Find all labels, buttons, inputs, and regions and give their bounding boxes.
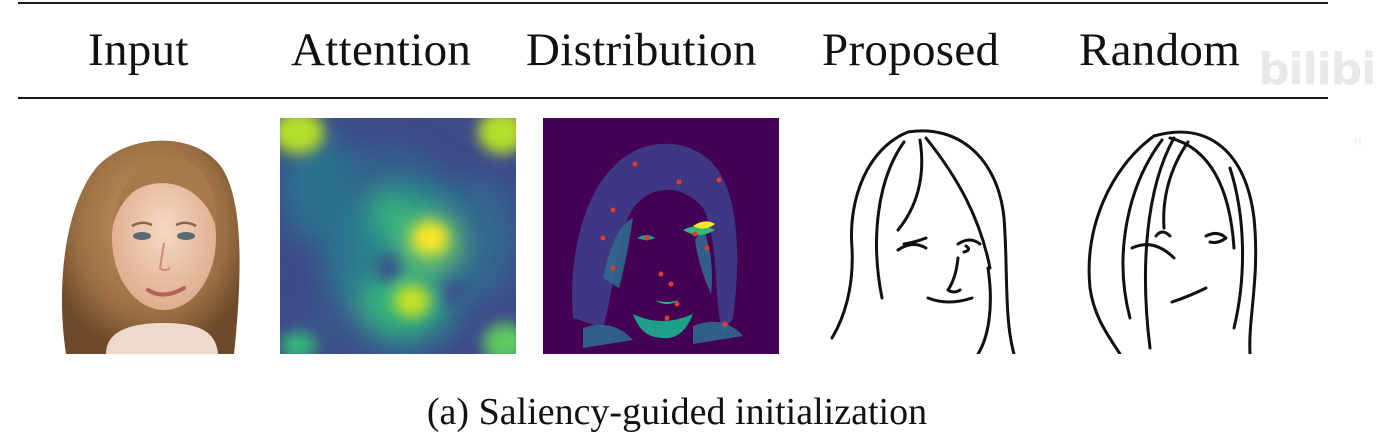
random-sketch — [1070, 118, 1306, 354]
proposed-sketch — [808, 118, 1044, 354]
header-random: Random — [1079, 24, 1241, 76]
attention-heatmap — [280, 118, 516, 354]
input-face-photo — [46, 118, 282, 354]
header-attention: Attention — [291, 24, 472, 76]
table-header-rule — [18, 97, 1328, 99]
distribution-map — [543, 118, 779, 354]
header-distribution: Distribution — [526, 24, 757, 76]
header-proposed: Proposed — [822, 24, 1000, 76]
table-top-rule — [18, 2, 1328, 4]
figure-caption: (a) Saliency-guided initialization — [426, 391, 928, 433]
header-input: Input — [88, 24, 189, 76]
